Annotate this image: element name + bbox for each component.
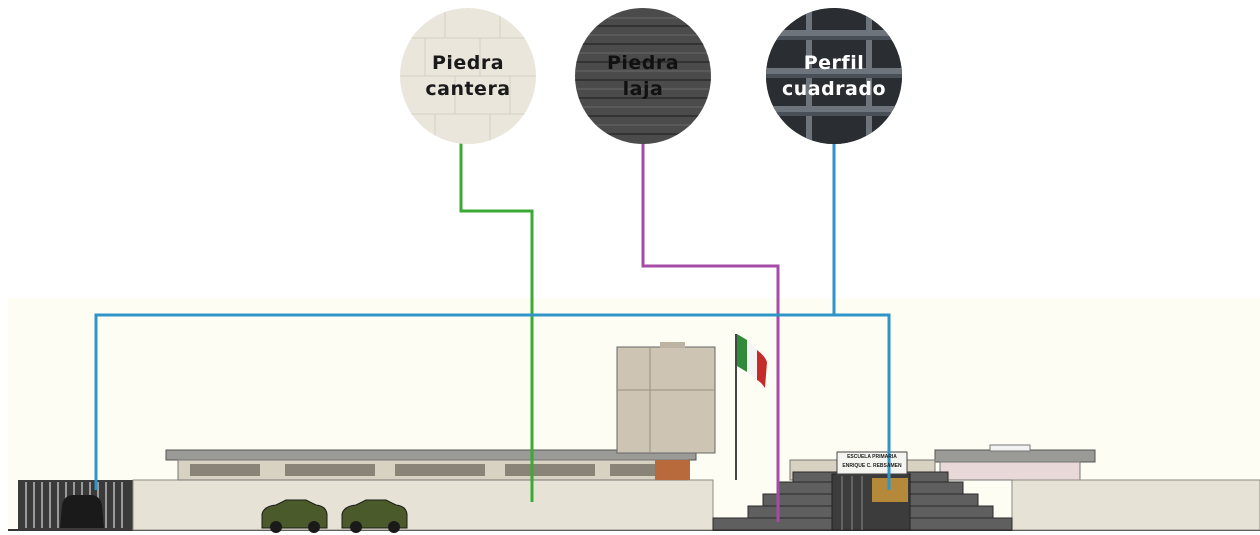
laja-label-line1: Piedra: [606, 52, 680, 74]
cantera-label-line1: Piedra: [431, 52, 505, 74]
material-piedra-laja: Piedra laja: [575, 8, 711, 144]
school-building: [165, 449, 697, 481]
laja-label-line2: laja: [622, 78, 664, 100]
perimeter-wall-left: [132, 479, 714, 531]
perfil-label-line2: cuadrado: [781, 78, 887, 100]
leader-line-cantera: [459, 143, 534, 502]
school-sign: ESCUELA PRIMARIA ENRIQUE C. REBSAMEN: [838, 453, 906, 471]
perfil-label-line1: Perfil: [803, 52, 865, 74]
leader-bracket-perfil: [94, 313, 891, 490]
car-1: [261, 499, 328, 533]
perimeter-wall-right: [1011, 479, 1260, 531]
material-perfil-cuadrado: Perfil cuadrado: [766, 8, 902, 144]
left-gate: [18, 480, 133, 530]
tower: [616, 342, 716, 454]
cantera-label-line2: cantera: [425, 78, 511, 100]
cantera-texture: [400, 8, 536, 144]
flag: [735, 334, 767, 480]
material-piedra-cantera: Piedra cantera: [400, 8, 536, 144]
school-sign-line1: ESCUELA PRIMARIA: [847, 454, 897, 460]
laja-texture: [575, 17, 711, 135]
school-sign-line2: ENRIQUE C. REBSAMEN: [842, 463, 902, 469]
car-2: [341, 499, 408, 533]
perfil-texture: [766, 8, 902, 144]
leader-line-laja: [641, 143, 780, 522]
